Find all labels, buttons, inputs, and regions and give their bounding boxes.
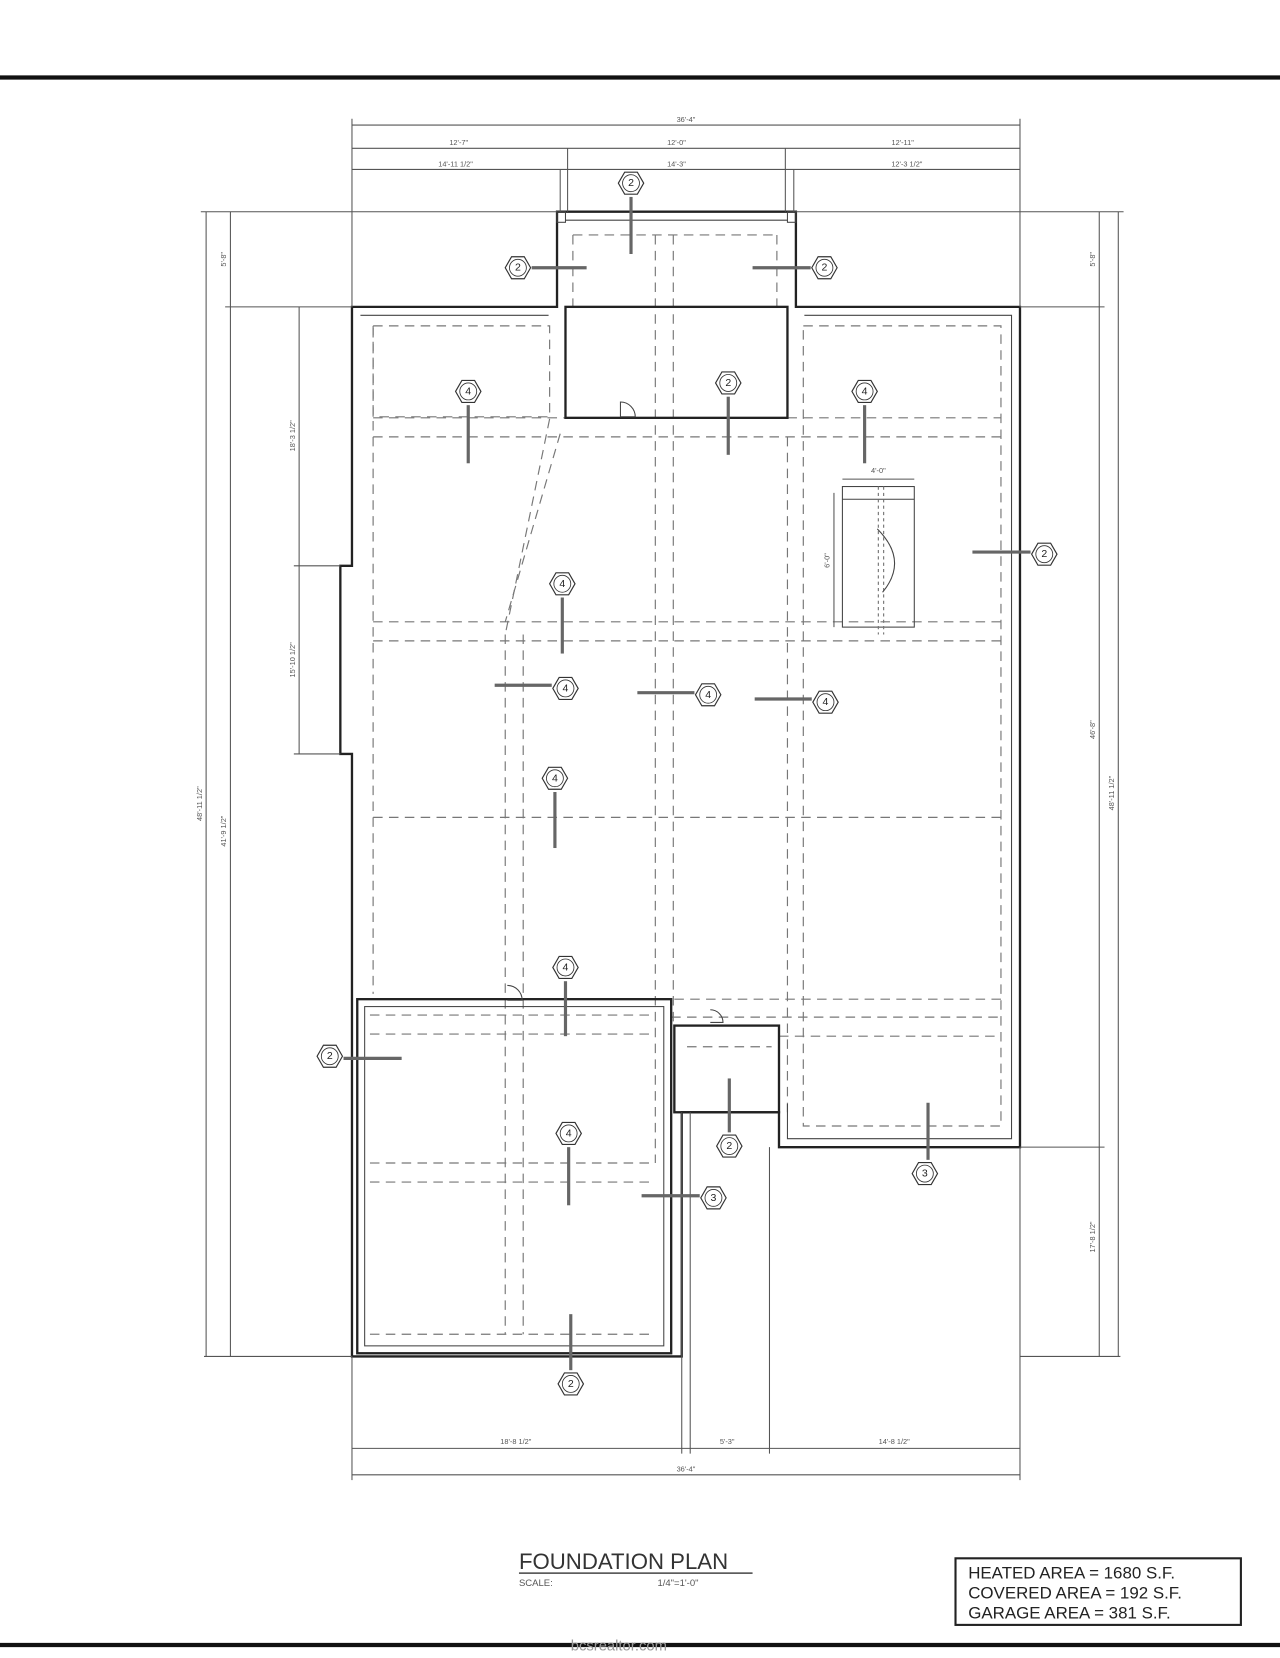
callout-circle-icon bbox=[704, 1189, 723, 1207]
callout-number: 4 bbox=[559, 578, 565, 590]
callout-circle-icon bbox=[622, 174, 640, 193]
drawing-title: FOUNDATION PLAN bbox=[519, 1549, 728, 1574]
left-dimensions: 5'-8" 18'-3 1/2" 15'-10 1/2" 48'-11 1/2"… bbox=[195, 211, 558, 1357]
scale-value: 1/4"=1'-0" bbox=[657, 1578, 698, 1589]
callout-number: 4 bbox=[552, 772, 558, 784]
callout-number: 4 bbox=[862, 385, 868, 397]
callout-2: 2 bbox=[752, 256, 838, 280]
callout-2: 2 bbox=[972, 542, 1058, 566]
dim-top2-mid: 14'-3" bbox=[667, 159, 686, 168]
callout-circle-icon bbox=[915, 1164, 934, 1183]
watermark: bcsrealtor.com bbox=[571, 1638, 667, 1654]
dim-right-main: 46'-8" bbox=[1088, 720, 1097, 739]
dim-left-upper: 18'-3 1/2" bbox=[288, 420, 297, 451]
callout-2: 2 bbox=[316, 1044, 402, 1068]
callout-number: 2 bbox=[327, 1050, 333, 1062]
callout-circle-icon bbox=[556, 679, 575, 698]
foundation-outline bbox=[339, 210, 1022, 1358]
dim-top-right: 12'-11" bbox=[891, 138, 914, 147]
dim-top-mid: 12'-0" bbox=[667, 138, 686, 147]
dim-left-main: 41'-9 1/2" bbox=[219, 815, 228, 846]
callout-circle-icon bbox=[459, 382, 478, 401]
callout-number: 4 bbox=[566, 1127, 572, 1139]
fireplace-detail: 4'-0" 6'-0" bbox=[823, 466, 915, 635]
dim-bottom-right: 14'-8 1/2" bbox=[879, 1437, 910, 1446]
dim-right-top: 5'-8" bbox=[1088, 252, 1097, 267]
callout-number: 2 bbox=[726, 1140, 732, 1152]
callout-circle-icon bbox=[1035, 545, 1054, 564]
scale-label: SCALE: bbox=[519, 1578, 553, 1589]
callout-number: 2 bbox=[515, 262, 521, 274]
callout-2: 2 bbox=[617, 171, 645, 255]
detail-callouts: 2 2 2 4 2 4 2 4 4 4 4 4 4 2 4 2 3 3 2 bbox=[316, 171, 1058, 1396]
heated-area: HEATED AREA = 1680 S.F. bbox=[968, 1563, 1175, 1582]
callout-number: 2 bbox=[568, 1378, 574, 1390]
callout-4: 4 bbox=[541, 766, 569, 849]
dim-top2-left: 14'-11 1/2" bbox=[438, 159, 473, 168]
callout-number: 3 bbox=[922, 1168, 928, 1180]
callout-4: 4 bbox=[637, 683, 722, 707]
right-dimensions: 5'-8" 46'-8" 48'-11 1/2" 17'-8 1/2" bbox=[795, 211, 1124, 1357]
dim-left-top: 5'-8" bbox=[219, 252, 228, 267]
callout-number: 4 bbox=[705, 689, 711, 701]
covered-area: COVERED AREA = 192 S.F. bbox=[968, 1583, 1182, 1602]
callout-circle-icon bbox=[561, 1375, 580, 1393]
garage-area: GARAGE AREA = 381 S.F. bbox=[968, 1604, 1171, 1623]
callout-circle-icon bbox=[559, 1124, 578, 1143]
top-dimensions: 36'-4" 12'-7" 12'-0" 12'-11" 14'-11 1/2"… bbox=[351, 115, 1021, 307]
dim-top2-right: 12'-3 1/2" bbox=[891, 159, 922, 168]
callout-circle-icon bbox=[553, 574, 572, 593]
dim-right-overall: 48'-11 1/2" bbox=[1107, 775, 1116, 810]
fireplace-width-label: 4'-0" bbox=[871, 466, 886, 475]
dim-right-lower: 17'-8 1/2" bbox=[1088, 1221, 1097, 1252]
callout-number: 4 bbox=[823, 696, 829, 708]
dim-top-left: 12'-7" bbox=[449, 138, 468, 147]
callout-number: 3 bbox=[711, 1192, 717, 1204]
callout-3: 3 bbox=[641, 1186, 727, 1210]
callout-4: 4 bbox=[851, 379, 878, 464]
callout-number: 2 bbox=[628, 177, 634, 189]
callout-circle-icon bbox=[720, 1137, 739, 1155]
area-summary-box bbox=[954, 1557, 1242, 1626]
callout-circle-icon bbox=[815, 258, 834, 277]
callout-circle-icon bbox=[320, 1047, 339, 1066]
callout-number: 4 bbox=[563, 961, 569, 973]
callout-4: 4 bbox=[494, 676, 579, 700]
callout-3: 3 bbox=[911, 1102, 939, 1186]
dim-left-overall: 48'-11 1/2" bbox=[195, 786, 204, 821]
callout-number: 2 bbox=[1041, 548, 1047, 560]
dim-left-lower: 15'-10 1/2" bbox=[288, 642, 297, 678]
fireplace-length-label: 6'-0" bbox=[823, 553, 832, 568]
callout-circle-icon bbox=[816, 693, 835, 712]
callout-2: 2 bbox=[557, 1314, 585, 1396]
dim-top-overall: 36'-4" bbox=[677, 115, 696, 124]
dim-bottom-overall: 36'-4" bbox=[677, 1465, 696, 1474]
dim-bottom-mid: 5'-3" bbox=[720, 1437, 735, 1446]
callout-number: 2 bbox=[822, 262, 828, 274]
callout-2: 2 bbox=[715, 1078, 743, 1158]
callout-number: 4 bbox=[465, 385, 471, 397]
callout-4: 4 bbox=[454, 379, 482, 464]
callout-circle-icon bbox=[546, 769, 564, 788]
callout-number: 4 bbox=[563, 682, 569, 694]
callout-number: 2 bbox=[725, 377, 731, 389]
callout-circle-icon bbox=[719, 374, 738, 392]
bottom-dimensions: 18'-8 1/2" 5'-3" 14'-8 1/2" 36'-4" bbox=[203, 1112, 1121, 1481]
callout-4: 4 bbox=[754, 690, 839, 714]
dim-bottom-left: 18'-8 1/2" bbox=[500, 1437, 531, 1446]
callout-2: 2 bbox=[504, 256, 587, 280]
callout-4: 4 bbox=[555, 1121, 583, 1206]
callout-circle-icon bbox=[699, 685, 718, 704]
callout-4: 4 bbox=[552, 955, 579, 1037]
callout-4: 4 bbox=[548, 572, 576, 654]
callout-circle-icon bbox=[509, 258, 527, 277]
callout-circle-icon bbox=[556, 958, 575, 977]
callout-circle-icon bbox=[855, 382, 874, 401]
callout-2: 2 bbox=[714, 371, 742, 455]
